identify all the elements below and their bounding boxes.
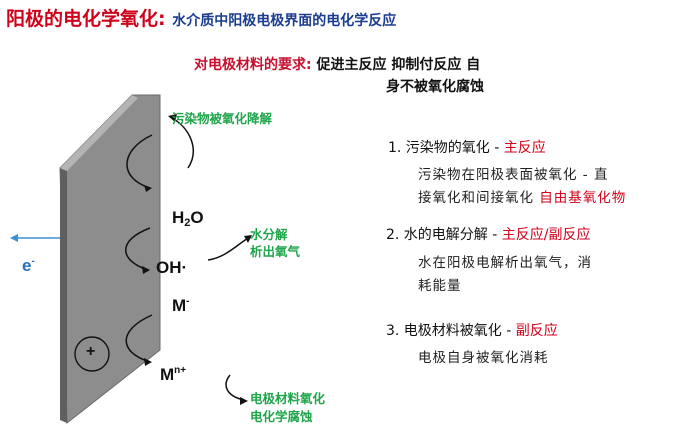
electron-label: e- (22, 256, 35, 275)
electrode-plate-front (59, 94, 161, 425)
arrowhead-h2o (142, 266, 150, 274)
label-electrode-oxidation-1: 电极材料氧化 (250, 391, 326, 406)
item-1-desc-2: 接氧化和间接氧化 自由基氧化物 (418, 190, 627, 206)
item-2-heading: 2. 水的电解分解 - 主反应/副反应 (386, 227, 591, 243)
title-main: 阳极的电化学氧化: (6, 8, 166, 30)
requirement-text-1: 促进主反应 抑制付反应 自 (316, 57, 481, 73)
arrow-m (125, 314, 153, 363)
page-title: 阳极的电化学氧化: 水介质中阳极电极界面的电化学反应 (6, 4, 396, 31)
label-water-split-2: 析出氧气 (250, 244, 301, 259)
arrowhead-electrode-out (240, 397, 248, 405)
arrowhead-water-out (244, 235, 252, 243)
arrow-h2o (125, 227, 151, 271)
label-pollutant-degraded: 污染物被氧化降解 (172, 111, 273, 126)
arrowhead-m (144, 358, 152, 366)
electrode-plate-edge (60, 168, 67, 423)
h2o-label: H2O (172, 208, 204, 229)
metal-label: M- (172, 296, 190, 315)
arrow-pollutant-out (171, 117, 194, 169)
item-2-desc-2: 耗能量 (418, 278, 462, 294)
requirement-label: 对电极材料的要求: (194, 57, 312, 73)
electron-arrow-head (10, 234, 18, 242)
requirement-line-1: 对电极材料的要求: 促进主反应 抑制付反应 自 (194, 54, 480, 74)
arrowhead-pollutant-out (168, 114, 177, 122)
hydroxyl-radical-label: OH· (156, 258, 188, 277)
reaction-arrows (125, 117, 249, 401)
item-3-heading: 3. 电极材料被氧化 - 副反应 (386, 323, 558, 339)
arrow-water-out (207, 237, 249, 261)
label-water-split-1: 水分解 (250, 227, 288, 242)
plus-sign: + (86, 343, 96, 360)
requirement-text-2: 身不被氧化腐蚀 (386, 79, 484, 95)
electrode-plate-top (60, 95, 138, 171)
title-sub: 水介质中阳极电极界面的电化学反应 (172, 13, 397, 29)
item-2-desc-1: 水在阳极电解析出氧气，消 (418, 255, 592, 271)
item-3-desc-1: 电极自身被氧化消耗 (418, 350, 549, 366)
arrowhead-pollutant (144, 185, 152, 192)
item-1-heading: 1. 污染物的氧化 - 主反应 (388, 140, 546, 156)
arrow-electrode-out (225, 374, 245, 401)
label-electrode-oxidation-2: 电化学腐蚀 (250, 409, 313, 424)
positive-charge-circle (74, 336, 110, 372)
metal-ion-label: Mn+ (160, 365, 187, 384)
arrow-pollutant (126, 134, 153, 189)
item-1-desc-1: 污染物在阳极表面被氧化 - 直 (418, 167, 609, 183)
